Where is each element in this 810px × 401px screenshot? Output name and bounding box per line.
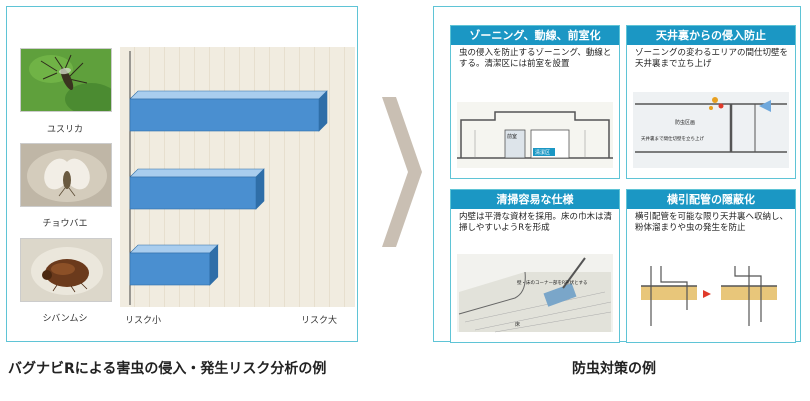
risk-bar-front	[129, 176, 257, 210]
risk-bar-chart	[129, 51, 328, 305]
ceiling-label-zone: 防虫区画	[675, 119, 695, 126]
risk-chart	[120, 47, 355, 307]
card-text: 内壁は平滑な資材を採用。床の巾木は清掃しやすいようRを形成	[459, 212, 613, 233]
risk-bar-front	[129, 252, 211, 286]
piping-illustration	[631, 256, 791, 338]
right-caption: 防虫対策の例	[572, 361, 656, 377]
axis-label-high: リスク大	[301, 316, 338, 326]
card-text: ゾーニングの変わるエリアの間仕切壁を天井裏まで立ち上げ	[635, 48, 789, 69]
ceiling-illustration: 防虫区画 天井裏まで間仕切壁を立ち上げ	[631, 90, 791, 174]
risk-bar-top	[129, 168, 265, 178]
left-caption: バグナビRによる害虫の侵入・発生リスク分析の例	[8, 361, 327, 377]
chevron-right-icon	[382, 97, 422, 247]
measure-card-zoning: ゾーニング、動線、前室化 虫の侵入を防止するゾーニング、動線とする。清潔区には前…	[450, 25, 620, 179]
measure-card-ceiling: 天井裏からの侵入防止 ゾーニングの変わるエリアの間仕切壁を天井裏まで立ち上げ 防…	[626, 25, 796, 179]
card-title: 横引配管の隠蔽化	[627, 190, 795, 209]
risk-bar	[129, 168, 265, 210]
risk-analysis-panel: ユスリカ チョウバエ シバンムシ リスク小 リスク大	[6, 6, 358, 342]
risk-bar-front	[129, 98, 320, 132]
card-title: 天井裏からの侵入防止	[627, 26, 795, 45]
risk-bar	[129, 244, 219, 286]
cleaning-label-corner: 壁・床のコーナー部をR形状とする	[517, 279, 588, 286]
insect-label-midge: ユスリカ	[46, 125, 83, 135]
zoning-illustration: 前室 清潔区	[455, 100, 615, 174]
card-text: 虫の侵入を防止するゾーニング、動線とする。清潔区には前室を設置	[459, 48, 612, 69]
ceiling-label-wall: 天井裏まで間仕切壁を立ち上げ	[641, 135, 704, 142]
risk-bar-top	[129, 244, 219, 254]
zoning-label-clean: 清潔区	[535, 149, 550, 156]
insect-label-beetle: シバンムシ	[42, 314, 88, 324]
zoning-label-anteroom: 前室	[507, 133, 517, 140]
card-title: ゾーニング、動線、前室化	[451, 26, 619, 45]
moth-fly-photo	[20, 143, 112, 207]
insect-label-moth-fly: チョウバエ	[42, 219, 88, 229]
measure-card-piping: 横引配管の隠蔽化 横引配管を可能な限り天井裏へ収納し、粉体溜まりや虫の発生を防止	[626, 189, 796, 343]
cleaning-label-floor: 床	[515, 321, 520, 328]
midge-photo	[20, 48, 112, 112]
card-text: 横引配管を可能な限り天井裏へ収納し、粉体溜まりや虫の発生を防止	[635, 212, 789, 233]
axis-label-low: リスク小	[125, 316, 162, 326]
card-title: 清掃容易な仕様	[451, 190, 619, 209]
measure-card-cleaning: 清掃容易な仕様 内壁は平滑な資材を採用。床の巾木は清掃しやすいようRを形成 壁・…	[450, 189, 620, 343]
risk-bar	[129, 90, 328, 132]
cleaning-illustration: 壁・床のコーナー部をR形状とする 床	[455, 252, 615, 338]
beetle-photo	[20, 238, 112, 302]
risk-bar-top	[129, 90, 328, 100]
measures-panel: ゾーニング、動線、前室化 虫の侵入を防止するゾーニング、動線とする。清潔区には前…	[433, 6, 801, 343]
